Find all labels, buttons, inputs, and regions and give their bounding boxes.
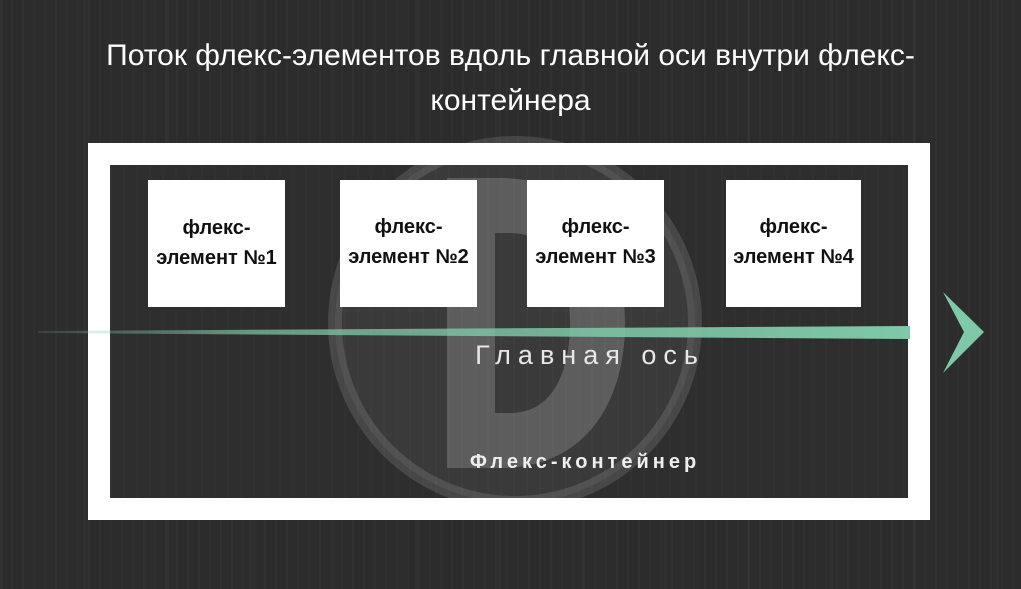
flex-item-1-label: флекс- элемент №1 bbox=[156, 217, 277, 269]
main-axis-arrow bbox=[38, 292, 984, 373]
main-axis-arrowhead bbox=[943, 292, 984, 373]
flex-item-4: флекс- элемент №4 bbox=[726, 180, 861, 307]
flex-item-2-label: флекс- элемент №2 bbox=[348, 216, 469, 268]
flex-item-2: флекс- элемент №2 bbox=[340, 180, 477, 307]
flex-item-3-label: флекс- элемент №3 bbox=[535, 216, 656, 268]
main-axis-label: Главная ось bbox=[475, 340, 705, 370]
main-axis-line bbox=[38, 326, 910, 339]
diagram-title: Поток флекс-элементов вдоль главной оси … bbox=[106, 39, 915, 117]
flex-container-label: Флекс-контейнер bbox=[469, 451, 701, 473]
flex-item-3: флекс- элемент №3 bbox=[527, 180, 664, 307]
flex-item-4-label: флекс- элемент №4 bbox=[733, 216, 854, 268]
flex-item-1: флекс- элемент №1 bbox=[148, 180, 285, 307]
